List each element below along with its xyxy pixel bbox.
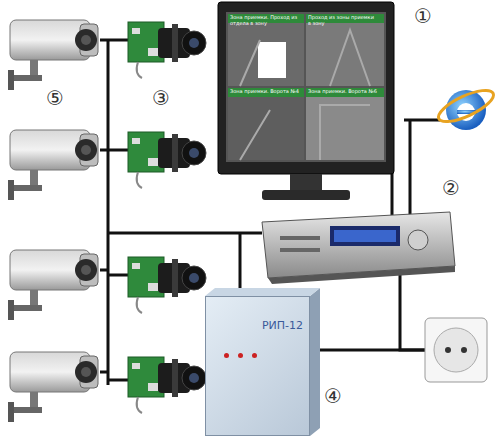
callout-number: ④ [324,386,342,406]
indicator-leds [224,343,266,362]
screen-caption: Зона приемки. Проход из отдела в зону [230,15,300,26]
video-recorder [262,212,455,284]
monitor [218,2,394,200]
browser-icon [435,84,498,130]
device-label: РИП-12 [212,319,303,332]
led [224,353,229,358]
power-outlet [425,318,487,382]
callout-number: ② [442,178,460,198]
callout-number: ⑤ [46,88,64,108]
power-supply-side [310,288,320,436]
screen-caption: Зона приемки. Ворота №6 [308,89,378,95]
power-supply-top [205,288,320,296]
led [238,353,243,358]
led [252,353,257,358]
power-supply-box: РИП-12 [205,296,310,436]
screen-caption: Проход из зоны приемки в зону [308,15,378,26]
callout-number: ① [414,6,432,26]
screen-caption: Зона приемки. Ворота №4 [230,89,300,95]
callout-number: ③ [152,88,170,108]
